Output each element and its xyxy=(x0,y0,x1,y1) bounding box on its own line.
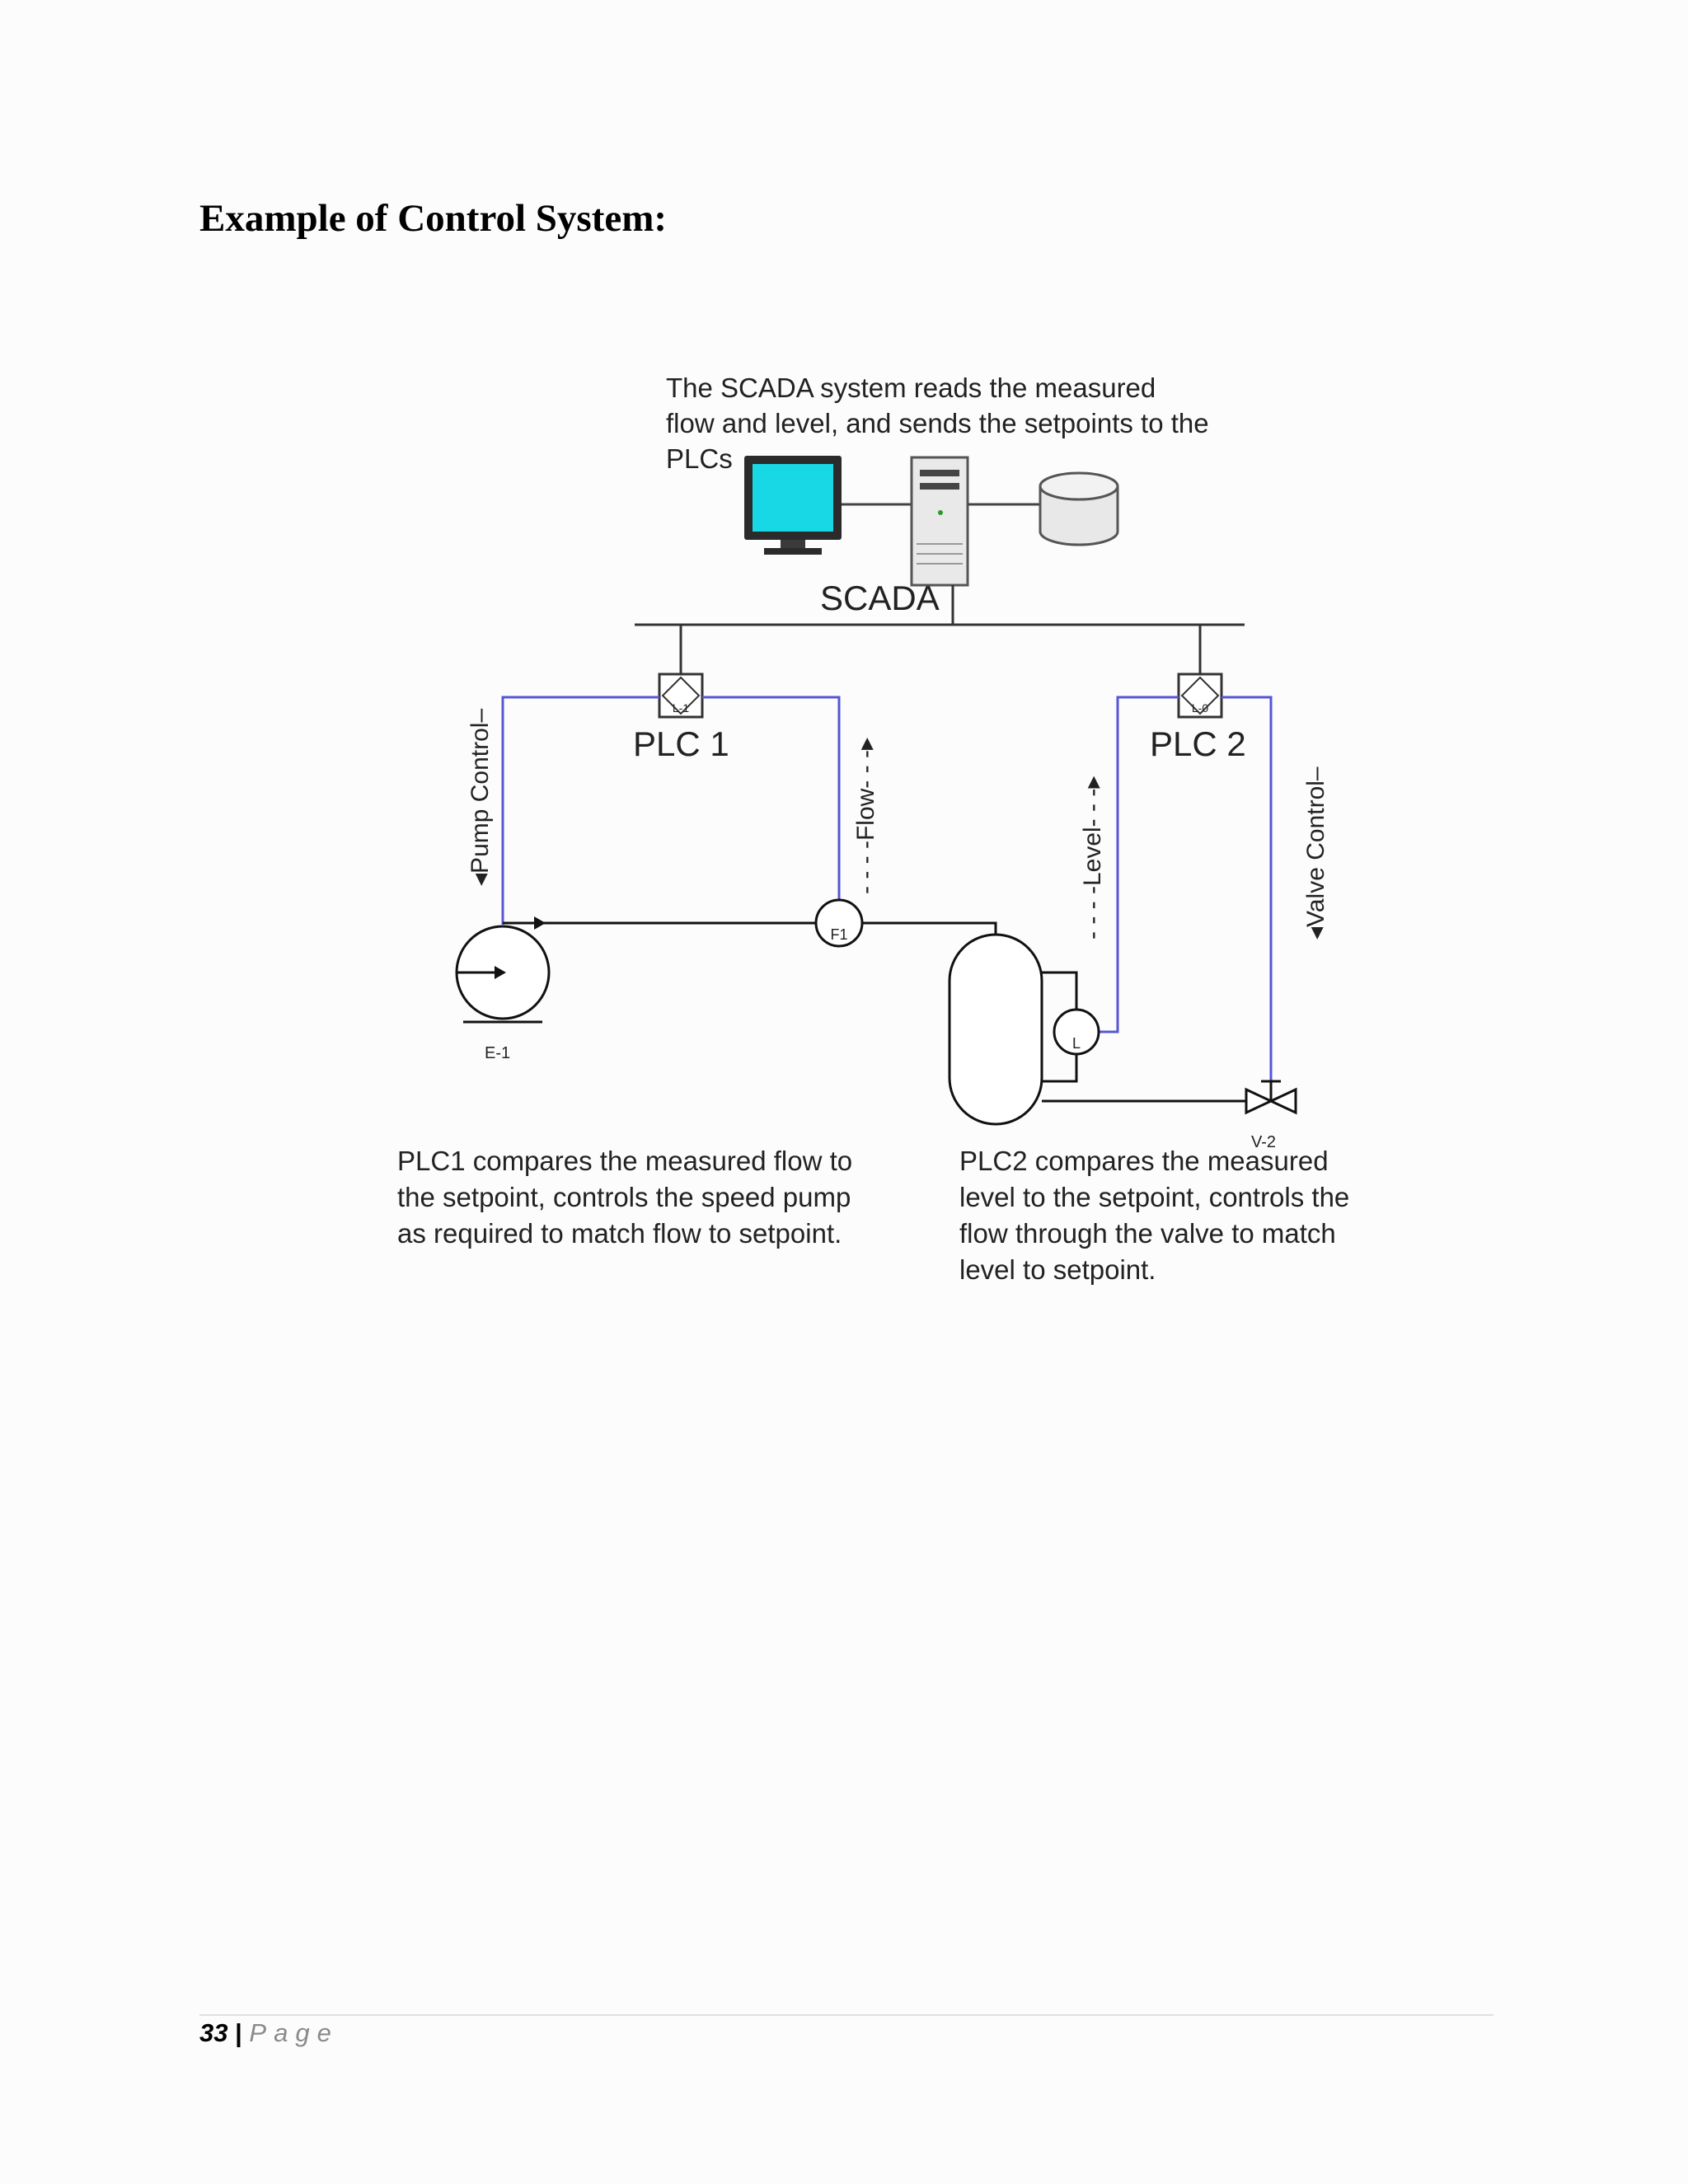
plc1-label: PLC 1 xyxy=(633,724,729,763)
plc1-description-line-1: PLC1 compares the measured flow to xyxy=(397,1146,852,1176)
level-instrument-tag: L xyxy=(1072,1035,1081,1052)
valve-control-label: ◂Valve Control– xyxy=(1302,766,1329,940)
plc1-description-line-3: as required to match flow to setpoint. xyxy=(397,1218,842,1249)
valve-tag: V-2 xyxy=(1251,1133,1276,1151)
scada-description-line-3: PLCs xyxy=(666,443,733,474)
page-word: Page xyxy=(249,2018,339,2047)
database-icon xyxy=(1039,471,1119,546)
flow-signal-line xyxy=(702,696,841,908)
plc1-icon xyxy=(658,673,704,719)
tank-icon xyxy=(948,933,1043,1126)
plc2-description-line-1: PLC2 compares the measured xyxy=(959,1146,1329,1176)
pump-control-signal-line xyxy=(501,696,659,925)
page-number: 33 xyxy=(199,2018,228,2047)
pump-icon xyxy=(455,925,551,1024)
page-footer: 33 | Page xyxy=(199,2018,339,2048)
valve-control-signal-line xyxy=(1221,696,1273,1081)
scada-description-line-1: The SCADA system reads the measured xyxy=(666,373,1156,403)
pump-tag: E-1 xyxy=(485,1044,510,1062)
level-label: - - - -Level- - -▸ xyxy=(1079,776,1106,940)
plc2-description-line-2: level to the setpoint, controls the xyxy=(959,1182,1349,1212)
footer-separator: | xyxy=(235,2018,242,2047)
page-heading: Example of Control System: xyxy=(199,197,668,240)
plc2-icon xyxy=(1177,673,1223,719)
footer-divider xyxy=(199,2014,1493,2016)
plc2-tag: L-0 xyxy=(1192,701,1208,715)
plc2-label: PLC 2 xyxy=(1150,724,1246,763)
server-icon xyxy=(910,456,969,587)
flow-label: - - - -Flow- - -▸ xyxy=(852,738,879,894)
flow-instrument-icon xyxy=(814,898,864,948)
plc1-description-line-2: the setpoint, controls the speed pump xyxy=(397,1182,851,1212)
level-signal-line xyxy=(1098,696,1179,1033)
scada-description-line-2: flow and level, and sends the setpoints … xyxy=(666,408,1209,438)
flow-instrument-tag: F1 xyxy=(830,926,847,943)
level-instrument-icon xyxy=(1053,1008,1100,1056)
valve-icon xyxy=(1245,1080,1297,1115)
monitor-icon xyxy=(744,456,842,555)
plc2-description-line-3: flow through the valve to match xyxy=(959,1218,1336,1249)
process-pipe xyxy=(503,921,997,935)
pump-control-label: ◂Pump Control– xyxy=(467,709,494,886)
plc1-tag: L-1 xyxy=(673,701,689,715)
scada-label: SCADA xyxy=(820,579,940,617)
plc2-description-line-4: level to setpoint. xyxy=(959,1254,1156,1285)
